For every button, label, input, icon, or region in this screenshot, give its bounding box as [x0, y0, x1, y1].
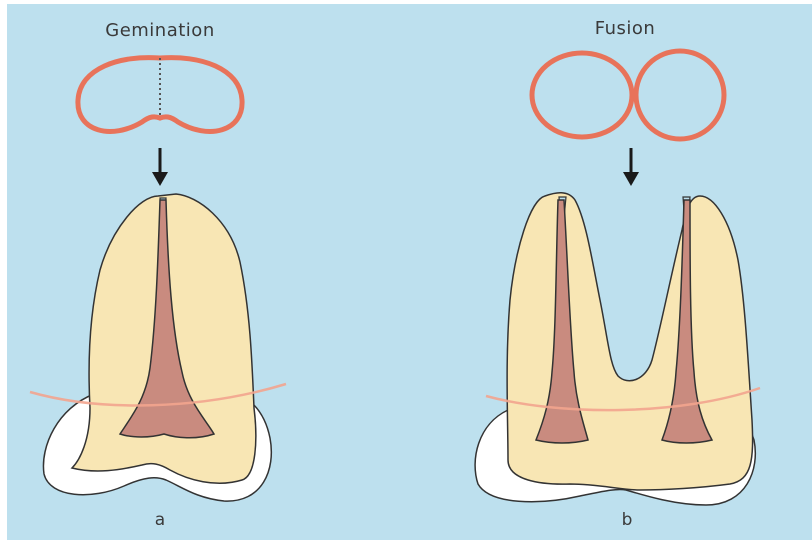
gemination-heading: Gemination	[70, 20, 250, 41]
panel-a-caption: a	[140, 510, 180, 530]
fusion-heading: Fusion	[535, 18, 715, 39]
panel-b-caption: b	[607, 510, 647, 530]
diagram-panel	[7, 4, 812, 540]
